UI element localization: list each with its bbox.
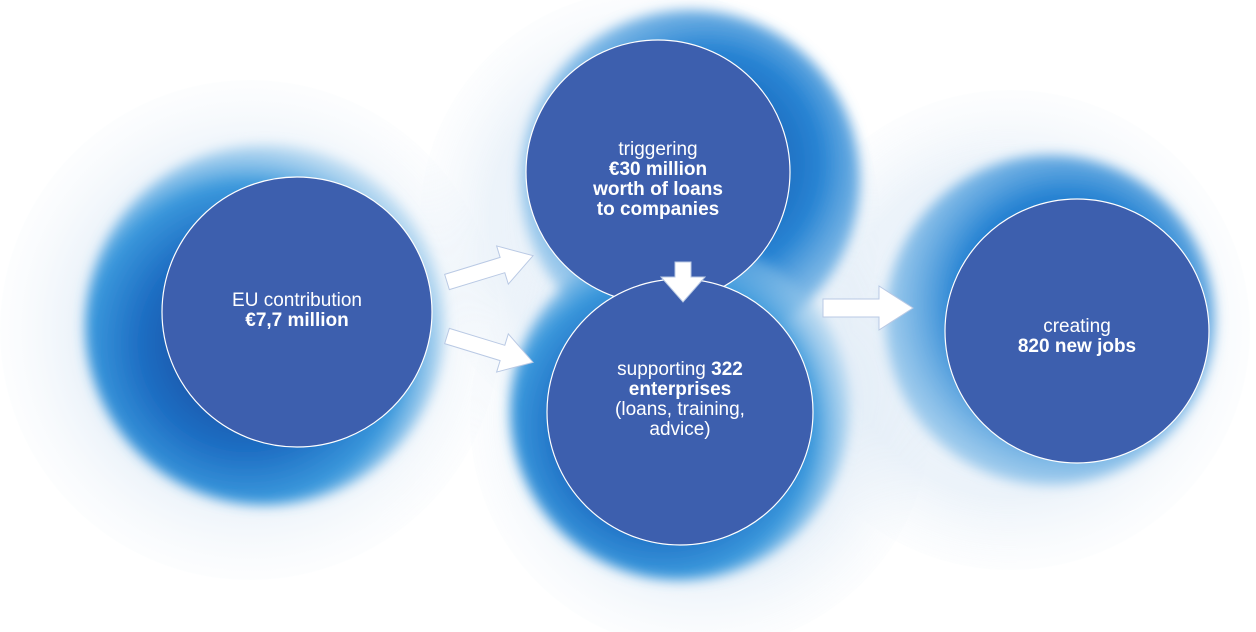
node-circles [161,39,1210,546]
arrow-right-icon [444,327,534,373]
arrow-right-icon [444,245,534,291]
supporting-details: (loans, training, [615,399,745,420]
eu-contribution-label: EU contribution [232,290,362,311]
supporting-enterprises: enterprises [628,379,732,400]
arrows [444,245,914,373]
supporting-count: 322 [711,359,743,380]
node-circle-creating [944,198,1210,464]
creating-label: creating [1043,316,1111,337]
node-creating: creating 820 new jobs [967,317,1187,357]
arrow-right-icon [822,285,914,331]
triggering-line3: worth of loans [593,179,723,200]
eu-contribution-amount: €7,7 million [245,310,349,331]
arrow-down-icon [659,261,707,303]
creating-jobs: 820 new jobs [1017,336,1137,357]
triggering-label: triggering [618,139,698,160]
supporting-line1: supporting 322 [570,360,790,380]
supporting-label: supporting [617,359,712,380]
node-supporting: supporting 322 enterprises (loans, train… [570,360,790,440]
triggering-amount: €30 million [608,159,708,180]
node-circle-eu [161,176,433,448]
supporting-details-end: advice) [649,419,711,440]
node-eu-contribution: EU contribution €7,7 million [187,291,407,331]
node-triggering: triggering €30 million worth of loans to… [548,140,768,220]
triggering-line4: to companies [596,199,720,220]
